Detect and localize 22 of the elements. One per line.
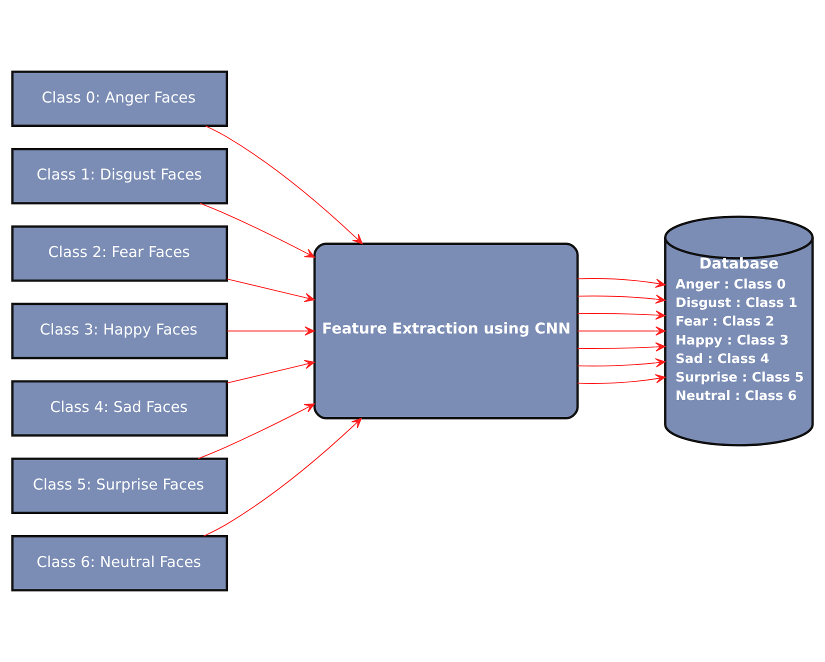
arrow <box>577 374 666 384</box>
node-box: Class 0: Anger Faces <box>11 70 228 127</box>
arrow <box>577 278 666 288</box>
arrow <box>200 202 315 258</box>
arrow <box>226 278 315 302</box>
arrow <box>577 358 666 368</box>
node-box: Feature Extraction using CNN <box>313 242 579 420</box>
arrow <box>205 125 363 244</box>
arrow <box>577 326 666 336</box>
node-box: Class 2: Fear Faces <box>11 225 228 282</box>
node-box: Class 3: Happy Faces <box>11 302 228 360</box>
arrow <box>198 403 315 460</box>
arrow <box>226 326 315 336</box>
arrow <box>577 342 666 352</box>
node-box: Class 4: Sad Faces <box>11 380 228 437</box>
arrow <box>203 418 362 537</box>
arrow <box>226 360 315 384</box>
node-box: Class 6: Neutral Faces <box>11 535 228 592</box>
node-box: Class 5: Surprise Faces <box>11 458 228 514</box>
arrow <box>577 294 666 304</box>
arrow <box>577 310 666 320</box>
node-box: Class 1: Disgust Faces <box>11 148 228 204</box>
